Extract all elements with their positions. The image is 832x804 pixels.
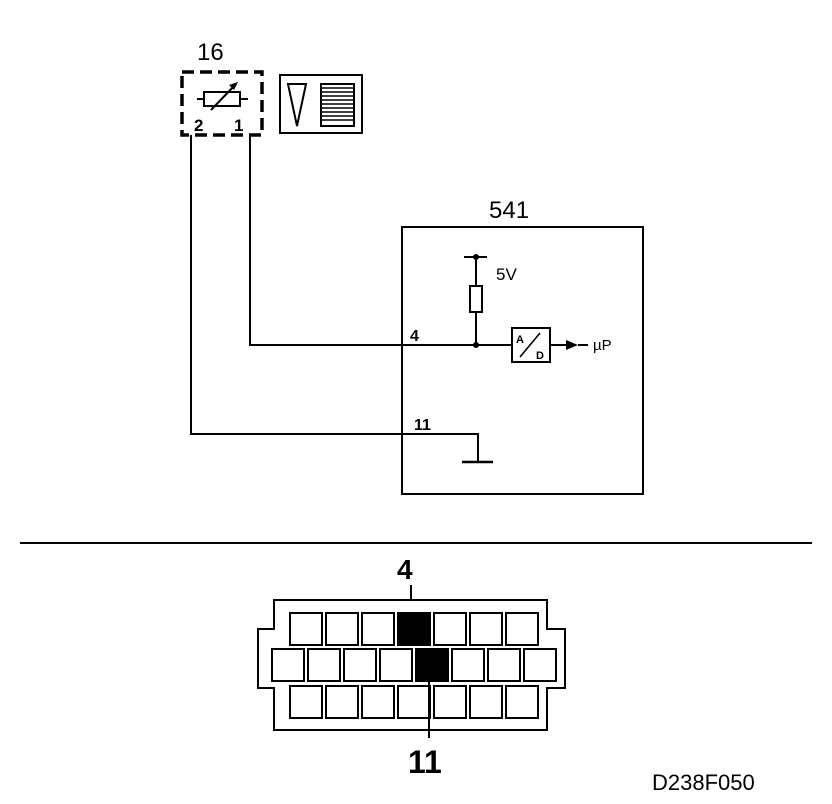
level-gauge-icon: [279, 74, 363, 134]
ground-wire: [190, 135, 479, 462]
cavity: [505, 612, 539, 646]
connector: 4 11: [257, 554, 566, 780]
cavity: [361, 612, 395, 646]
cavity: [361, 685, 395, 719]
sensor-pin-1: 1: [234, 116, 243, 135]
junction-dot: [473, 342, 479, 348]
sensor-pin-2: 2: [194, 116, 203, 135]
module-541: 541 4 11 5V A D µP: [401, 197, 644, 495]
cavity: [433, 612, 467, 646]
supply-label: 5V: [496, 265, 517, 284]
module-box: [401, 226, 644, 495]
adc-d: D: [536, 350, 544, 362]
pullup-resistor: [469, 285, 483, 313]
module-pin-11: 11: [414, 417, 431, 434]
output-arrow: [566, 340, 578, 350]
connector-pin-label-bottom: 11: [408, 744, 442, 780]
cavity: [343, 648, 377, 682]
sensor-ref: 16: [197, 39, 224, 66]
sensor-dashed-housing: [180, 70, 264, 137]
cavity: [271, 648, 305, 682]
cavity: [523, 648, 557, 682]
connector-pin-label-top: 4: [397, 554, 413, 585]
cavity: [505, 685, 539, 719]
figure-code: D238F050: [652, 770, 755, 795]
cavity: [289, 685, 323, 719]
adc-a: A: [516, 334, 524, 346]
cavity: [289, 612, 323, 646]
cavity: [433, 685, 467, 719]
cavity-highlighted: [397, 612, 431, 646]
sensor-16: 16 2 1: [180, 39, 264, 137]
micro-label: µP: [593, 337, 612, 354]
cavity: [469, 685, 503, 719]
cavity: [379, 648, 413, 682]
variable-arrow: [210, 83, 237, 111]
module-pin-4: 4: [410, 328, 419, 345]
cavity: [325, 612, 359, 646]
connector-cavities: [271, 612, 557, 719]
wires: [190, 135, 479, 462]
cavity: [451, 648, 485, 682]
cavity: [469, 612, 503, 646]
cavity: [307, 648, 341, 682]
cavity: [487, 648, 521, 682]
signal-wire: [249, 135, 478, 346]
module-ref: 541: [489, 197, 529, 224]
cavity-highlighted: [415, 648, 449, 682]
cavity: [397, 685, 431, 719]
cavity: [325, 685, 359, 719]
